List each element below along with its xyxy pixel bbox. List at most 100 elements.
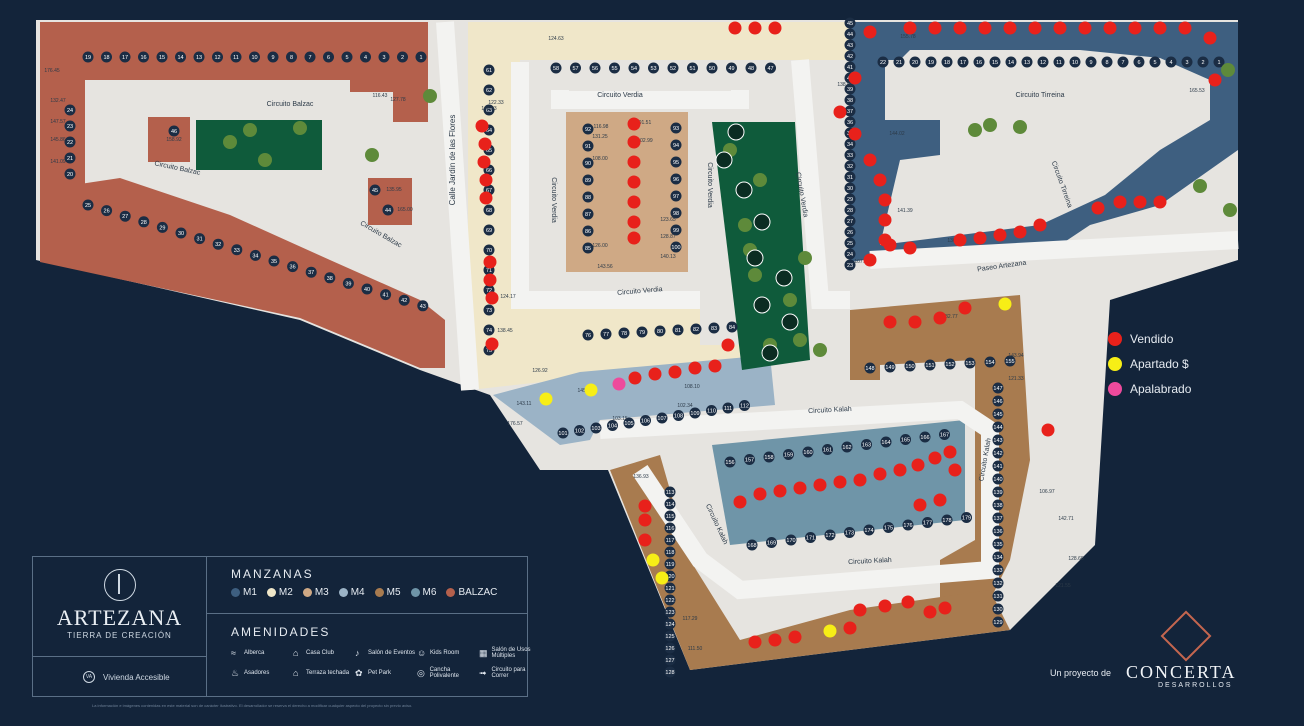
lot-marker[interactable]: 40	[361, 283, 373, 295]
lot-marker[interactable]: 116	[664, 522, 676, 534]
lot-marker[interactable]: 41	[380, 289, 392, 301]
sold-lot-marker[interactable]	[1033, 218, 1047, 232]
sold-lot-marker[interactable]	[1041, 423, 1055, 437]
sold-lot-marker[interactable]	[878, 233, 892, 247]
lot-marker[interactable]: 12	[1037, 56, 1049, 68]
lot-marker[interactable]: 32	[212, 238, 224, 250]
sold-lot-marker[interactable]	[768, 21, 782, 35]
lot-marker[interactable]: 146	[992, 395, 1004, 407]
lot-marker[interactable]: 176	[902, 519, 914, 531]
sold-lot-marker[interactable]	[627, 117, 641, 131]
reserved-lot-marker[interactable]	[823, 624, 837, 638]
lot-marker[interactable]: 7	[304, 51, 316, 63]
sold-lot-marker[interactable]	[1203, 31, 1217, 45]
sold-lot-marker[interactable]	[1208, 73, 1222, 87]
lot-marker[interactable]: 88	[582, 191, 594, 203]
amenity-marker-icon[interactable]	[775, 269, 793, 287]
sold-lot-marker[interactable]	[843, 621, 857, 635]
sold-lot-marker[interactable]	[883, 315, 897, 329]
lot-marker[interactable]: 156	[724, 456, 736, 468]
sold-lot-marker[interactable]	[483, 255, 497, 269]
lot-marker[interactable]: 114	[664, 498, 676, 510]
lot-marker[interactable]: 27	[844, 215, 856, 227]
lot-marker[interactable]: 102	[574, 425, 585, 436]
lot-marker[interactable]: 139	[992, 486, 1004, 498]
lot-marker[interactable]: 131	[992, 590, 1004, 602]
lot-marker[interactable]: 44	[382, 204, 394, 216]
lot-marker[interactable]: 19	[925, 56, 937, 68]
lot-marker[interactable]: 167	[939, 429, 950, 440]
lot-marker[interactable]: 140	[992, 473, 1004, 485]
lot-marker[interactable]: 108	[673, 410, 684, 421]
lot-marker[interactable]: 136	[992, 525, 1004, 537]
lot-marker[interactable]: 26	[101, 205, 113, 217]
reserved-lot-marker[interactable]	[539, 392, 553, 406]
lot-marker[interactable]: 45	[844, 17, 856, 29]
lot-marker[interactable]: 77	[600, 328, 612, 340]
sold-lot-marker[interactable]	[773, 484, 787, 498]
lot-marker[interactable]: 24	[64, 104, 76, 116]
reserved-lot-marker[interactable]	[655, 571, 669, 585]
lot-marker[interactable]: 135	[992, 538, 1004, 550]
lot-marker[interactable]: 38	[324, 272, 336, 284]
lot-marker[interactable]: 30	[844, 182, 856, 194]
lot-marker[interactable]: 39	[844, 83, 856, 95]
amenity-marker-icon[interactable]	[727, 123, 745, 141]
lot-marker[interactable]: 34	[249, 249, 261, 261]
lot-marker[interactable]: 138	[992, 499, 1004, 511]
sold-lot-marker[interactable]	[913, 498, 927, 512]
lot-marker[interactable]: 69	[483, 224, 495, 236]
lot-marker[interactable]: 91	[582, 140, 594, 152]
sold-lot-marker[interactable]	[958, 301, 972, 315]
sold-lot-marker[interactable]	[721, 338, 735, 352]
lot-marker[interactable]: 30	[175, 227, 187, 239]
lot-marker[interactable]: 174	[863, 524, 875, 536]
sold-lot-marker[interactable]	[943, 445, 957, 459]
reserved-lot-marker[interactable]	[584, 383, 598, 397]
lot-marker[interactable]: 5	[341, 51, 353, 63]
sold-lot-marker[interactable]	[638, 533, 652, 547]
lot-marker[interactable]: 11	[230, 51, 242, 63]
lot-marker[interactable]: 166	[919, 431, 931, 443]
amenity-marker-icon[interactable]	[746, 249, 764, 267]
lot-marker[interactable]: 31	[194, 233, 206, 245]
lot-marker[interactable]: 152	[944, 358, 956, 370]
lot-marker[interactable]: 125	[664, 630, 676, 642]
lot-marker[interactable]: 36	[287, 261, 299, 273]
sold-lot-marker[interactable]	[928, 451, 942, 465]
lot-marker[interactable]: 4	[1165, 56, 1177, 68]
lot-marker[interactable]: 99	[670, 224, 682, 236]
sold-lot-marker[interactable]	[627, 175, 641, 189]
lot-marker[interactable]: 168	[746, 539, 758, 551]
sold-lot-marker[interactable]	[878, 213, 892, 227]
sold-lot-marker[interactable]	[1128, 21, 1142, 35]
sold-lot-marker[interactable]	[627, 231, 641, 245]
lot-marker[interactable]: 107	[656, 412, 668, 424]
lot-marker[interactable]: 52	[667, 62, 679, 74]
sold-lot-marker[interactable]	[1091, 201, 1105, 215]
lot-marker[interactable]: 96	[670, 173, 682, 185]
lot-marker[interactable]: 25	[82, 199, 94, 211]
lot-marker[interactable]: 43	[844, 39, 856, 51]
lot-marker[interactable]: 23	[844, 259, 856, 271]
lot-marker[interactable]: 21	[893, 56, 905, 68]
lot-marker[interactable]: 74	[483, 324, 495, 336]
lot-marker[interactable]: 26	[844, 226, 856, 238]
lot-marker[interactable]: 2	[1197, 56, 1209, 68]
lot-marker[interactable]: 81	[672, 324, 684, 336]
lot-marker[interactable]: 25	[844, 237, 856, 249]
lot-marker[interactable]: 32	[844, 160, 856, 172]
sold-lot-marker[interactable]	[953, 233, 967, 247]
sold-lot-marker[interactable]	[479, 173, 493, 187]
lot-marker[interactable]: 169	[766, 537, 777, 548]
sold-lot-marker[interactable]	[848, 71, 862, 85]
lot-marker[interactable]: 122	[664, 594, 676, 606]
lot-marker[interactable]: 106	[640, 415, 651, 426]
sold-lot-marker[interactable]	[833, 475, 847, 489]
lot-marker[interactable]: 154	[984, 356, 996, 368]
lot-marker[interactable]: 38	[844, 94, 856, 106]
sold-lot-marker[interactable]	[793, 481, 807, 495]
lot-marker[interactable]: 177	[922, 517, 933, 528]
lot-marker[interactable]: 89	[582, 174, 594, 186]
lot-marker[interactable]: 170	[785, 534, 797, 546]
